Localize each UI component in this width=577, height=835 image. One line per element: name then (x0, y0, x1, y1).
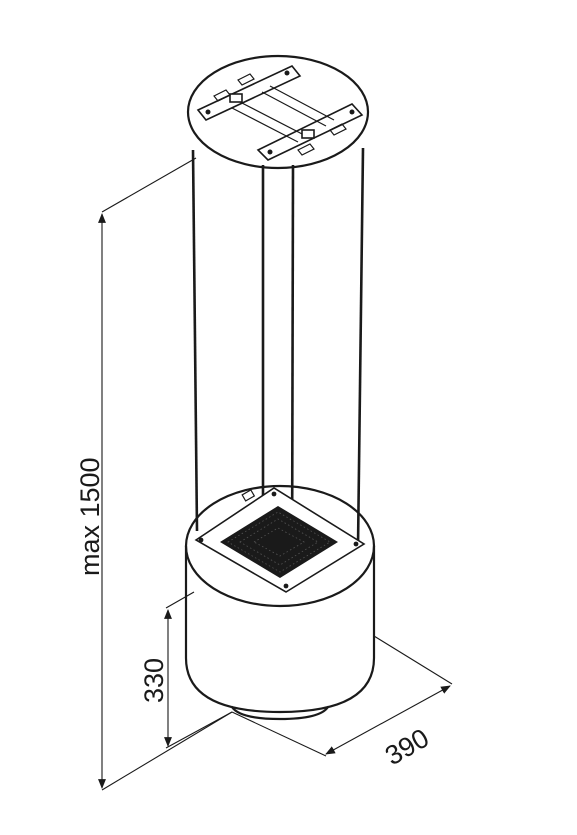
body-height-label: 330 (139, 658, 169, 703)
ceiling-mount-plate (186, 54, 370, 170)
hood-body (184, 484, 376, 721)
mount-clip (213, 73, 347, 156)
height-label: max 1500 (75, 457, 105, 576)
height-dimension: max 1500 (75, 157, 233, 791)
mount-cross-rail (229, 85, 335, 143)
mount-bracket-bar (196, 65, 302, 121)
diameter-label: 390 (380, 723, 434, 772)
filter-grille (220, 506, 338, 578)
body-height-dimension: 330 (139, 591, 233, 749)
